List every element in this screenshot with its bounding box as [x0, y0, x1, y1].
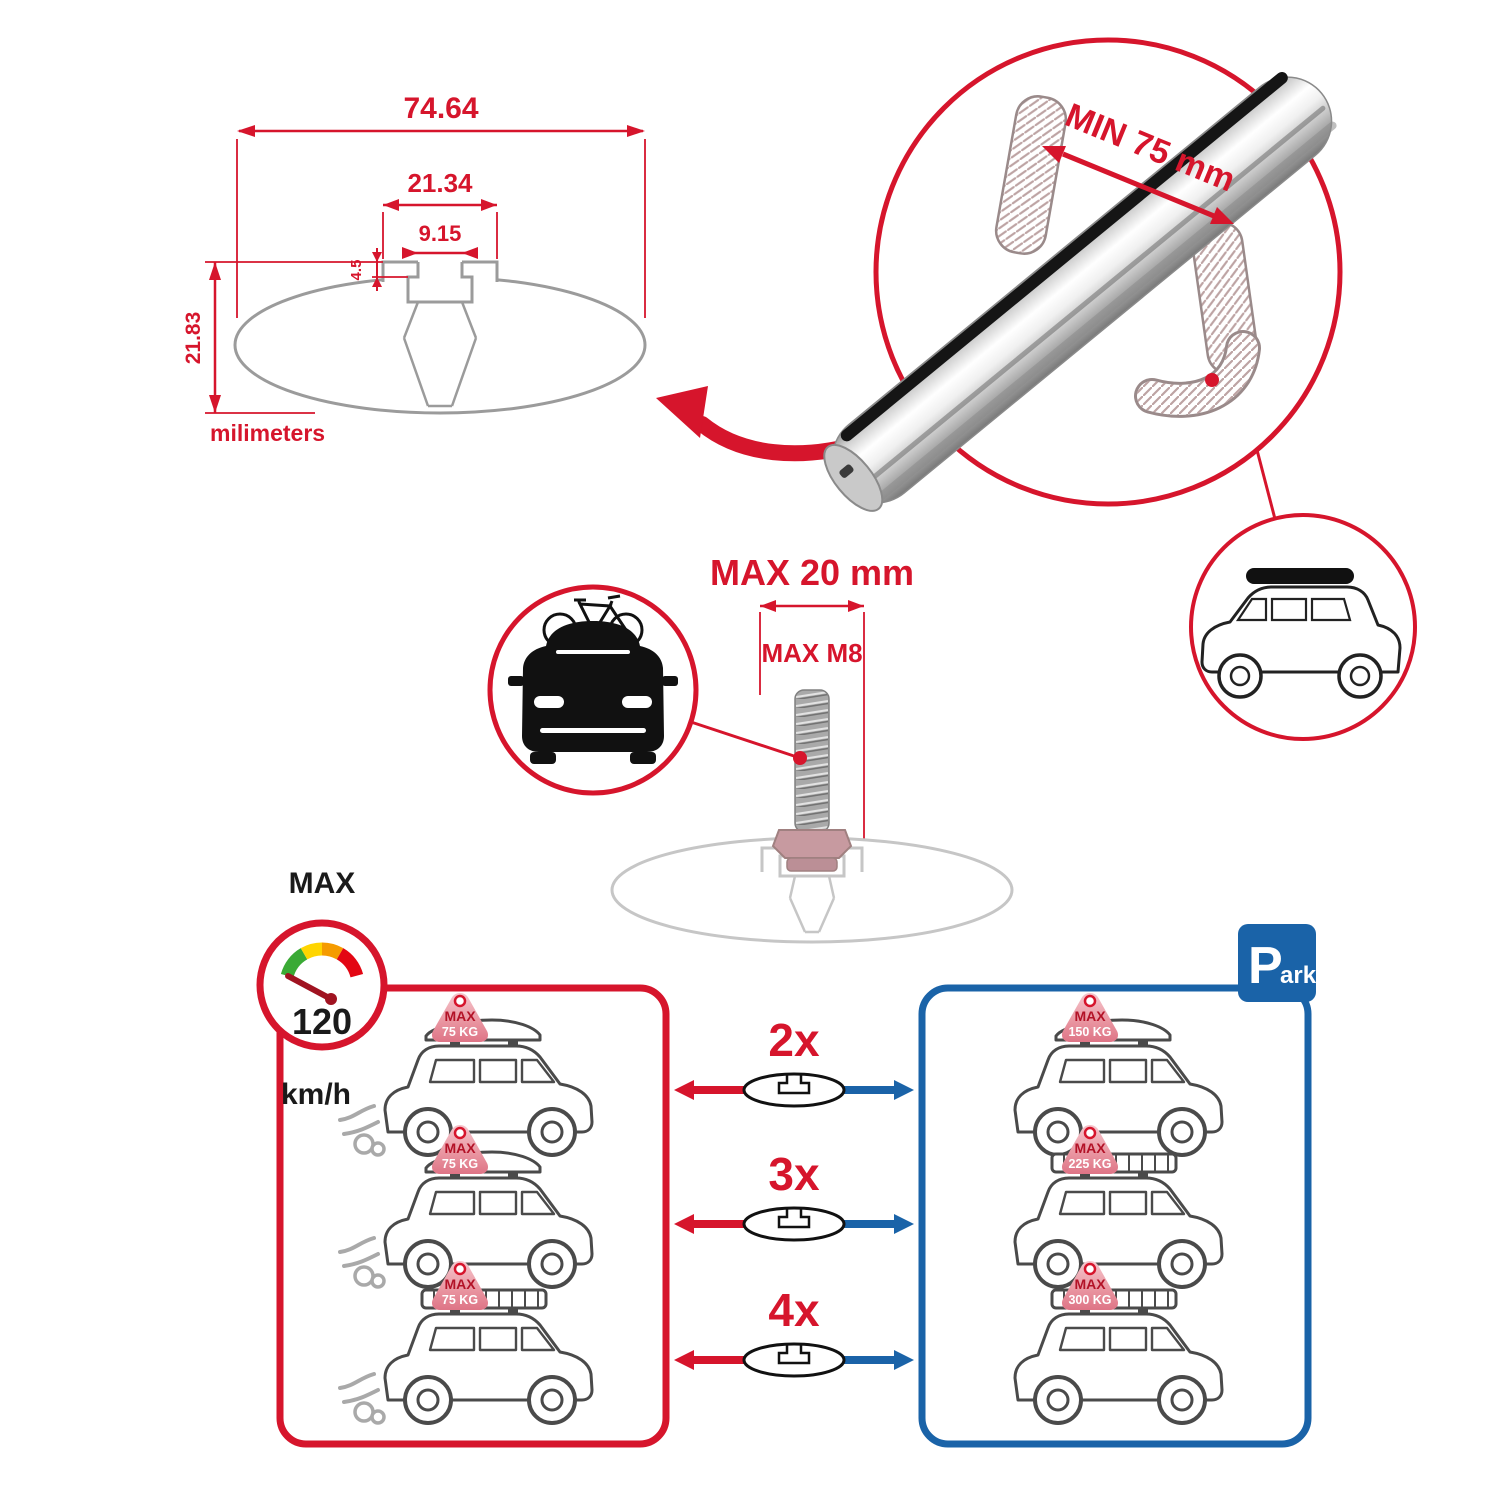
tag-weight-value: 225 KG: [1068, 1157, 1111, 1171]
bar-count: 4x: [768, 1284, 820, 1336]
callout-line: [690, 720, 798, 759]
callout-line: [1255, 449, 1277, 520]
speed-unit: km/h: [281, 1078, 351, 1111]
lip-depth-value: 4.5: [348, 260, 365, 281]
crossbar-photo: [823, 71, 1337, 512]
car-front-bike-view: [487, 584, 798, 796]
arrow-right-blue: [894, 1214, 914, 1234]
car-parked-row-3: MAX 300 KG: [1013, 1261, 1224, 1425]
bar-cross-section-icon: [742, 1072, 846, 1108]
bar-cross-section-icon: [742, 1206, 846, 1242]
bar-count: 2x: [768, 1014, 820, 1066]
load-tag: MAX 75 KG: [431, 993, 489, 1042]
bolt-max-length-label: MAX 20 mm: [710, 552, 914, 593]
parking-suffix: ark: [1280, 962, 1317, 989]
tag-hole-icon: [453, 1262, 467, 1276]
dimension-lip-depth: 4.5: [348, 248, 408, 291]
car-front-icon: [508, 621, 678, 764]
load-tag: MAX 75 KG: [431, 1261, 489, 1310]
parking-sign: P ark: [1238, 924, 1317, 1002]
bar-count-row-3: 4x: [674, 1284, 914, 1378]
tag-max-label: MAX: [444, 1276, 476, 1292]
car-driving-row-3: MAX 75 KG: [338, 1261, 594, 1425]
dimension-total-height: 21.83: [182, 261, 383, 414]
tag-weight-value: 150 KG: [1068, 1025, 1111, 1039]
tag-hole-icon: [1083, 994, 1097, 1008]
callout-dot: [1205, 373, 1219, 387]
total-width-value: 74.64: [403, 92, 478, 125]
speed-max-label: MAX: [289, 867, 356, 900]
tag-weight-value: 75 KG: [442, 1293, 478, 1307]
units-label: milimeters: [210, 420, 325, 446]
callout-dot: [793, 751, 807, 765]
parking-letter: P: [1248, 937, 1283, 995]
tag-max-label: MAX: [444, 1140, 476, 1156]
tag-hole-icon: [1083, 1126, 1097, 1140]
bar-count-row-1: 2x: [674, 1014, 914, 1108]
bar-count: 3x: [768, 1148, 820, 1200]
tag-weight-value: 75 KG: [442, 1157, 478, 1171]
bar-count-row-2: 3x: [674, 1148, 914, 1242]
load-tag: MAX 225 KG: [1061, 1125, 1119, 1174]
car-parked-row-2: MAX 225 KG: [1013, 1125, 1224, 1289]
gauge-needle: [285, 973, 334, 1002]
zoom-arrow: [656, 386, 873, 462]
bolt-icon: [771, 689, 853, 872]
dimension-total-width: 74.64: [236, 92, 646, 318]
tag-hole-icon: [453, 994, 467, 1008]
load-tag: MAX 300 KG: [1061, 1261, 1119, 1310]
arrow-left-red: [674, 1080, 694, 1100]
tag-max-label: MAX: [1074, 1008, 1106, 1024]
bolt-thread-label: MAX M8: [761, 638, 862, 668]
tag-max-label: MAX: [1074, 1276, 1106, 1292]
tag-max-label: MAX: [444, 1008, 476, 1024]
arrow-right-blue: [894, 1350, 914, 1370]
arrow-left-red: [674, 1350, 694, 1370]
bar-cross-section-icon: [742, 1342, 846, 1378]
dimension-slot-width: 9.15: [402, 221, 478, 259]
tag-weight-value: 75 KG: [442, 1025, 478, 1039]
arrow-left-red: [674, 1214, 694, 1234]
speed-value: 120: [292, 1001, 352, 1042]
car-parked-row-1: MAX 150 KG: [1013, 993, 1224, 1157]
car-driving-row-1: MAX 75 KG: [338, 993, 594, 1157]
suv-roofbox-icon: [1200, 568, 1402, 699]
profile-cross-section-diagram: 74.64 21.34 9.15 4.5: [182, 92, 647, 446]
channel-width-value: 21.34: [407, 168, 473, 198]
arrow-right-blue: [894, 1080, 914, 1100]
tag-max-label: MAX: [1074, 1140, 1106, 1156]
load-tag: MAX 75 KG: [431, 1125, 489, 1174]
load-tag: MAX 150 KG: [1061, 993, 1119, 1042]
suv-roofbox-view: [1189, 513, 1417, 741]
crossbar-detail-view: MIN 75 mm: [656, 37, 1343, 520]
car-driving-row-2: MAX 75 KG: [338, 1125, 594, 1289]
speed-limit-gauge: MAX 120 km/h: [256, 867, 388, 1111]
t-slot-outline: [406, 262, 474, 304]
slot-width-value: 9.15: [419, 221, 462, 246]
dimension-channel-width: 21.34: [382, 168, 498, 259]
tag-weight-value: 300 KG: [1068, 1293, 1111, 1307]
tag-hole-icon: [1083, 1262, 1097, 1276]
total-height-value: 21.83: [182, 312, 205, 365]
bolt-spec-diagram: MAX 20 mm MAX M8: [610, 552, 1014, 944]
tag-hole-icon: [453, 1126, 467, 1140]
speedometer-icon: [256, 919, 388, 1051]
